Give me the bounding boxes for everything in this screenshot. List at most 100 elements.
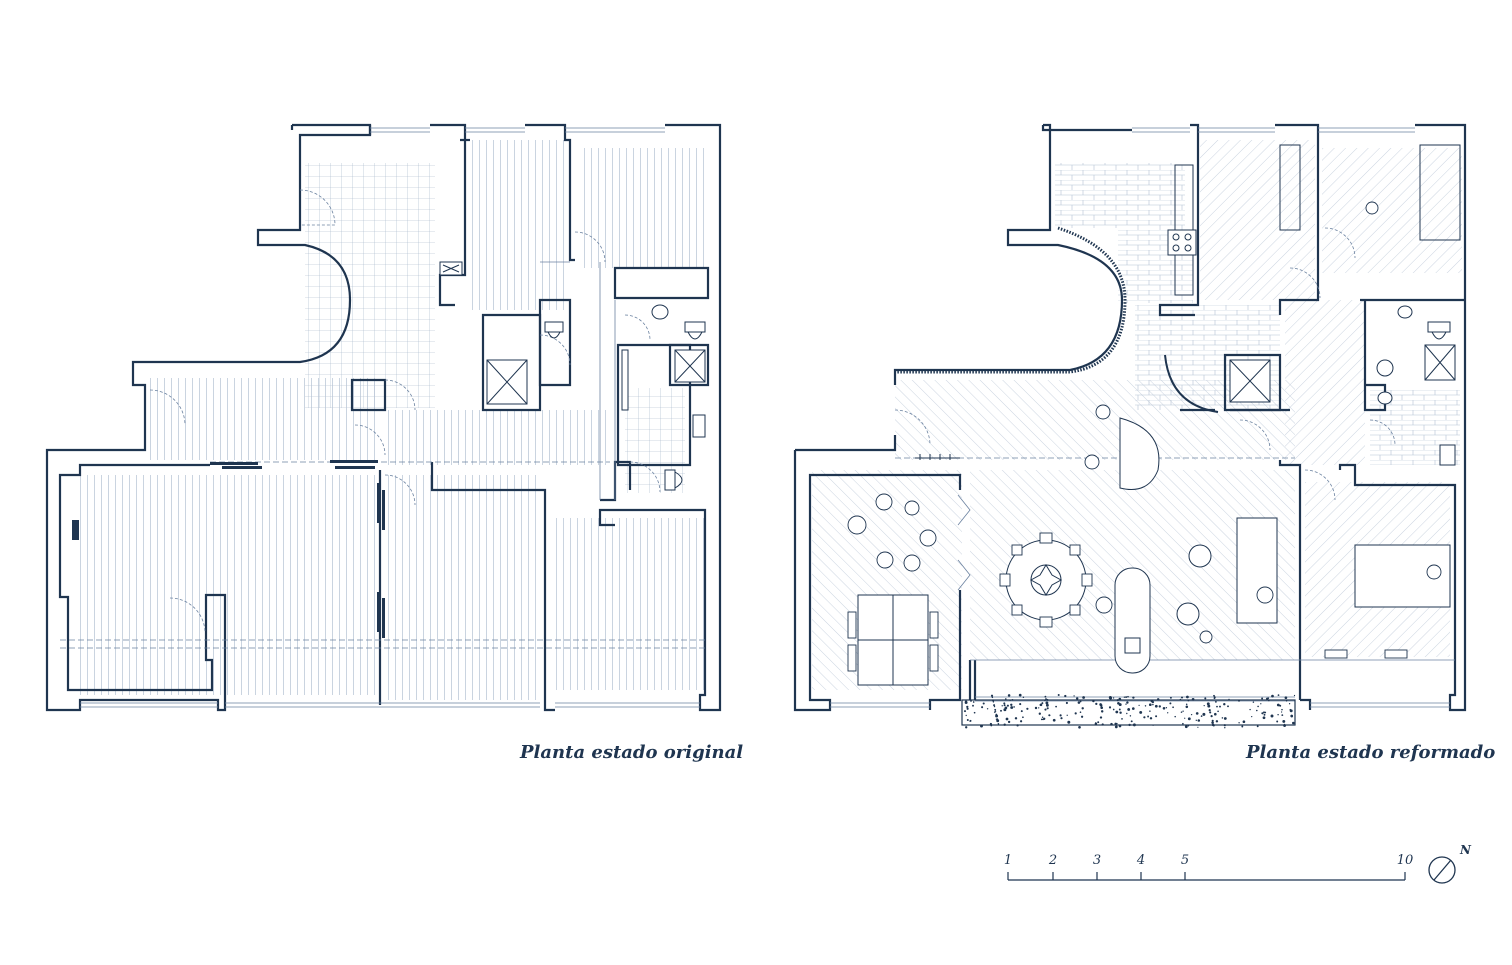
planter-foliage-dot — [1202, 712, 1206, 716]
planter-foliage-dot — [1099, 716, 1103, 719]
planter-foliage-dot — [1187, 724, 1190, 727]
planter-foliage-dot — [1126, 701, 1129, 704]
reformed-sofa — [1236, 517, 1278, 624]
planter-foliage-dot — [1215, 720, 1219, 723]
planter-foliage-dot — [1044, 708, 1047, 711]
planter-foliage-dot — [1003, 704, 1006, 707]
original-room-se-floor — [555, 518, 705, 690]
planter-foliage-dot — [1079, 711, 1082, 713]
planter-foliage-dot — [1251, 715, 1253, 718]
planter-foliage-dot — [1147, 715, 1150, 718]
original-hall-tiles — [305, 163, 435, 408]
planter-foliage-dot — [966, 718, 969, 722]
reformed-bed-1 — [1279, 144, 1301, 231]
planter-foliage-dot — [1195, 712, 1199, 715]
planter-foliage-dot — [963, 710, 967, 713]
planter-foliage-dot — [1167, 712, 1169, 714]
planter-foliage-dot — [972, 701, 975, 703]
planter-foliage-dot — [1010, 703, 1013, 706]
planter-foliage-dot — [1268, 699, 1270, 702]
reformed-corridor-floor — [1285, 300, 1365, 465]
reformed-island — [1114, 567, 1151, 674]
planter-foliage-dot — [1223, 703, 1226, 706]
planter-foliage-dot — [973, 711, 976, 714]
planter-foliage-dot — [1211, 723, 1215, 727]
planter-foliage-dot — [1022, 716, 1024, 719]
planter-foliage-dot — [1282, 719, 1286, 723]
planter-foliage-dot — [1285, 700, 1288, 702]
planter-foliage-dot — [1038, 712, 1041, 715]
planter-foliage-dot — [1270, 714, 1274, 718]
planter-foliage-dot — [989, 722, 993, 726]
planter-foliage-dot — [1127, 708, 1131, 711]
planter-foliage-dot — [1158, 705, 1161, 708]
original-bathtub-edge — [621, 349, 629, 411]
planter-foliage-dot — [1129, 715, 1132, 717]
planter-foliage-dot — [1006, 704, 1009, 707]
planter-foliage-dot — [993, 705, 996, 708]
planter-foliage-dot — [1130, 720, 1133, 723]
planter-foliage-dot — [1224, 727, 1226, 729]
reformed-curved-wall — [895, 226, 1127, 374]
original-doors — [149, 189, 661, 634]
original-plan-caption: Planta estado original — [520, 742, 744, 763]
planter-foliage-dot — [1169, 702, 1172, 705]
planter-foliage-dot — [1046, 698, 1049, 701]
planter-foliage-dot — [1241, 725, 1244, 728]
planter-foliage-dot — [992, 701, 995, 703]
planter-foliage-dot — [1197, 726, 1199, 728]
reformed-doors — [894, 227, 1396, 591]
original-walls — [45, 123, 722, 712]
planter-foliage-dot — [1123, 696, 1126, 698]
planter-foliage-dot — [1045, 703, 1049, 707]
planter-foliage-dot — [1079, 700, 1082, 703]
planter-foliage-dot — [1144, 705, 1147, 707]
planter-foliage-dot — [1112, 697, 1115, 699]
reformed-stool-1 — [1188, 544, 1212, 568]
planter-foliage-dot — [1291, 715, 1293, 718]
planter-foliage-dot — [1003, 702, 1006, 705]
planter-foliage-dot — [1214, 712, 1217, 716]
scale-tick-label: 5 — [1180, 853, 1190, 868]
planter-foliage-dot — [1075, 697, 1079, 700]
planter-foliage-dot — [1149, 710, 1151, 712]
planter-foliage-dot — [1249, 708, 1251, 711]
planter-foliage-dot — [1184, 717, 1186, 719]
planter-foliage-dot — [1114, 722, 1117, 725]
planter-foliage-dot — [980, 724, 983, 728]
planter-foliage-dot — [1187, 717, 1191, 721]
planter-foliage-dot — [1119, 711, 1122, 714]
planter-foliage-dot — [1020, 710, 1023, 713]
planter-foliage-dot — [1279, 704, 1282, 707]
planter-foliage-dot — [1019, 703, 1022, 706]
planter-foliage-dot — [1277, 713, 1279, 716]
planter-foliage-dot — [1213, 697, 1216, 700]
planter-foliage-dot — [1095, 702, 1098, 706]
planter-foliage-dot — [1127, 695, 1129, 698]
reformed-toilet-1 — [1427, 321, 1451, 340]
planter-foliage-dot — [1271, 694, 1274, 698]
planter-foliage-dot — [1004, 706, 1008, 710]
original-hall-floor — [385, 410, 610, 465]
planter-foliage-dot — [982, 702, 985, 705]
reformed-cooktop — [1167, 229, 1197, 256]
planter-foliage-dot — [1000, 709, 1002, 712]
planter-foliage-dot — [1100, 706, 1104, 710]
planter-foliage-dot — [1262, 716, 1266, 720]
planter-foliage-dot — [1182, 710, 1184, 712]
planter-foliage-dot — [1252, 701, 1255, 703]
planter-foliage-dot — [1223, 717, 1227, 720]
planter-foliage-dot — [1112, 708, 1115, 711]
planter-foliage-dot — [1263, 711, 1265, 714]
planter-foliage-dot — [1092, 699, 1095, 703]
planter-foliage-dot — [1281, 714, 1284, 716]
reformed-planter — [961, 693, 1296, 729]
planter-foliage-dot — [1172, 706, 1174, 709]
original-sink — [651, 304, 669, 320]
planter-foliage-dot — [1114, 725, 1118, 729]
planter-foliage-dot — [1041, 702, 1044, 705]
planter-foliage-dot — [1169, 696, 1172, 699]
planter-foliage-dot — [1022, 696, 1025, 699]
planter-foliage-dot — [1052, 718, 1056, 722]
